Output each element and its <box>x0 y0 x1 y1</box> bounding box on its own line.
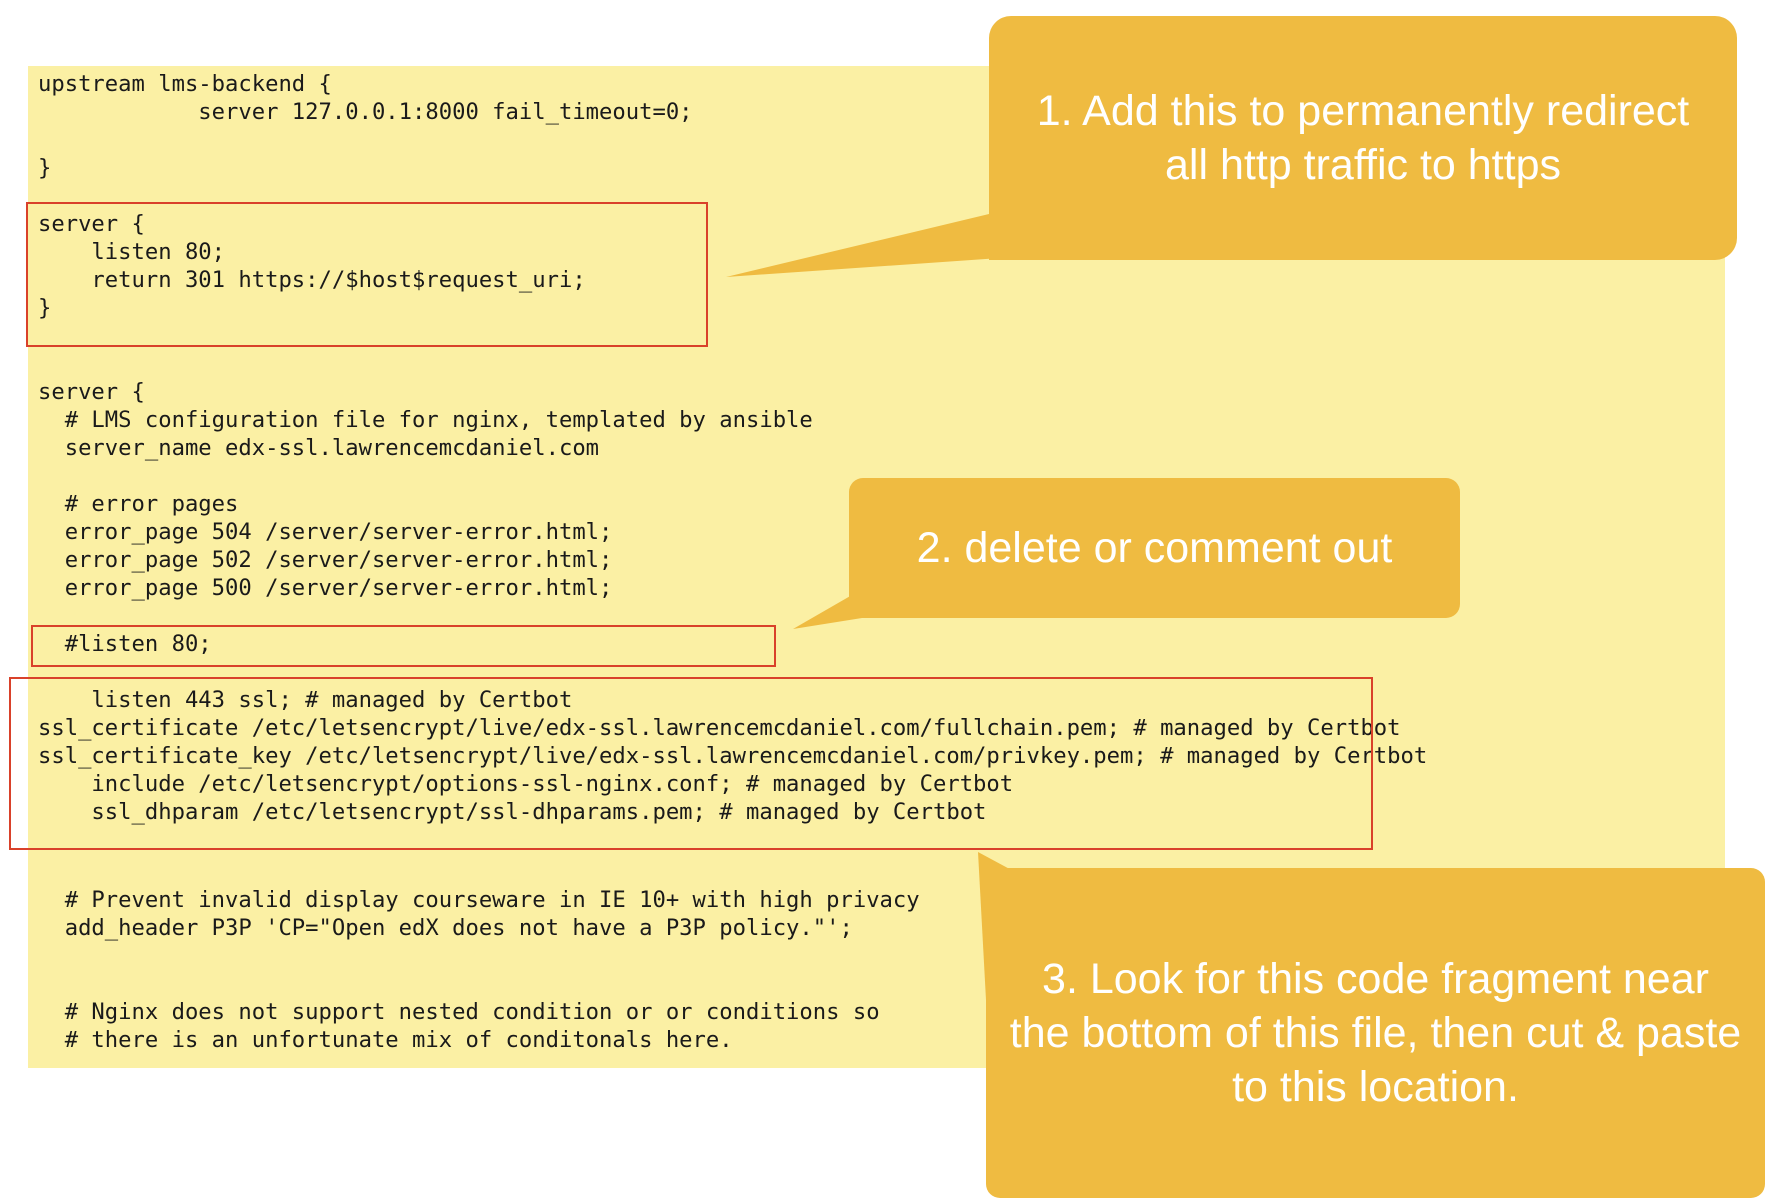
listen-80-highlight <box>31 625 776 667</box>
nginx-config-code: upstream lms-backend { server 127.0.0.1:… <box>38 71 1428 825</box>
callout-step-2: 2. delete or comment out <box>849 478 1460 618</box>
callout-step-1: 1. Add this to permanently redirect all … <box>989 16 1737 260</box>
ssl-certbot-highlight <box>9 677 1373 850</box>
callout-1-pointer <box>726 214 1000 277</box>
callout-2-pointer <box>793 595 862 629</box>
callout-step-3: 3. Look for this code fragment near the … <box>986 868 1765 1198</box>
nginx-config-code-continued: # Prevent invalid display courseware in … <box>64 887 920 1053</box>
redirect-server-highlight <box>26 202 708 347</box>
